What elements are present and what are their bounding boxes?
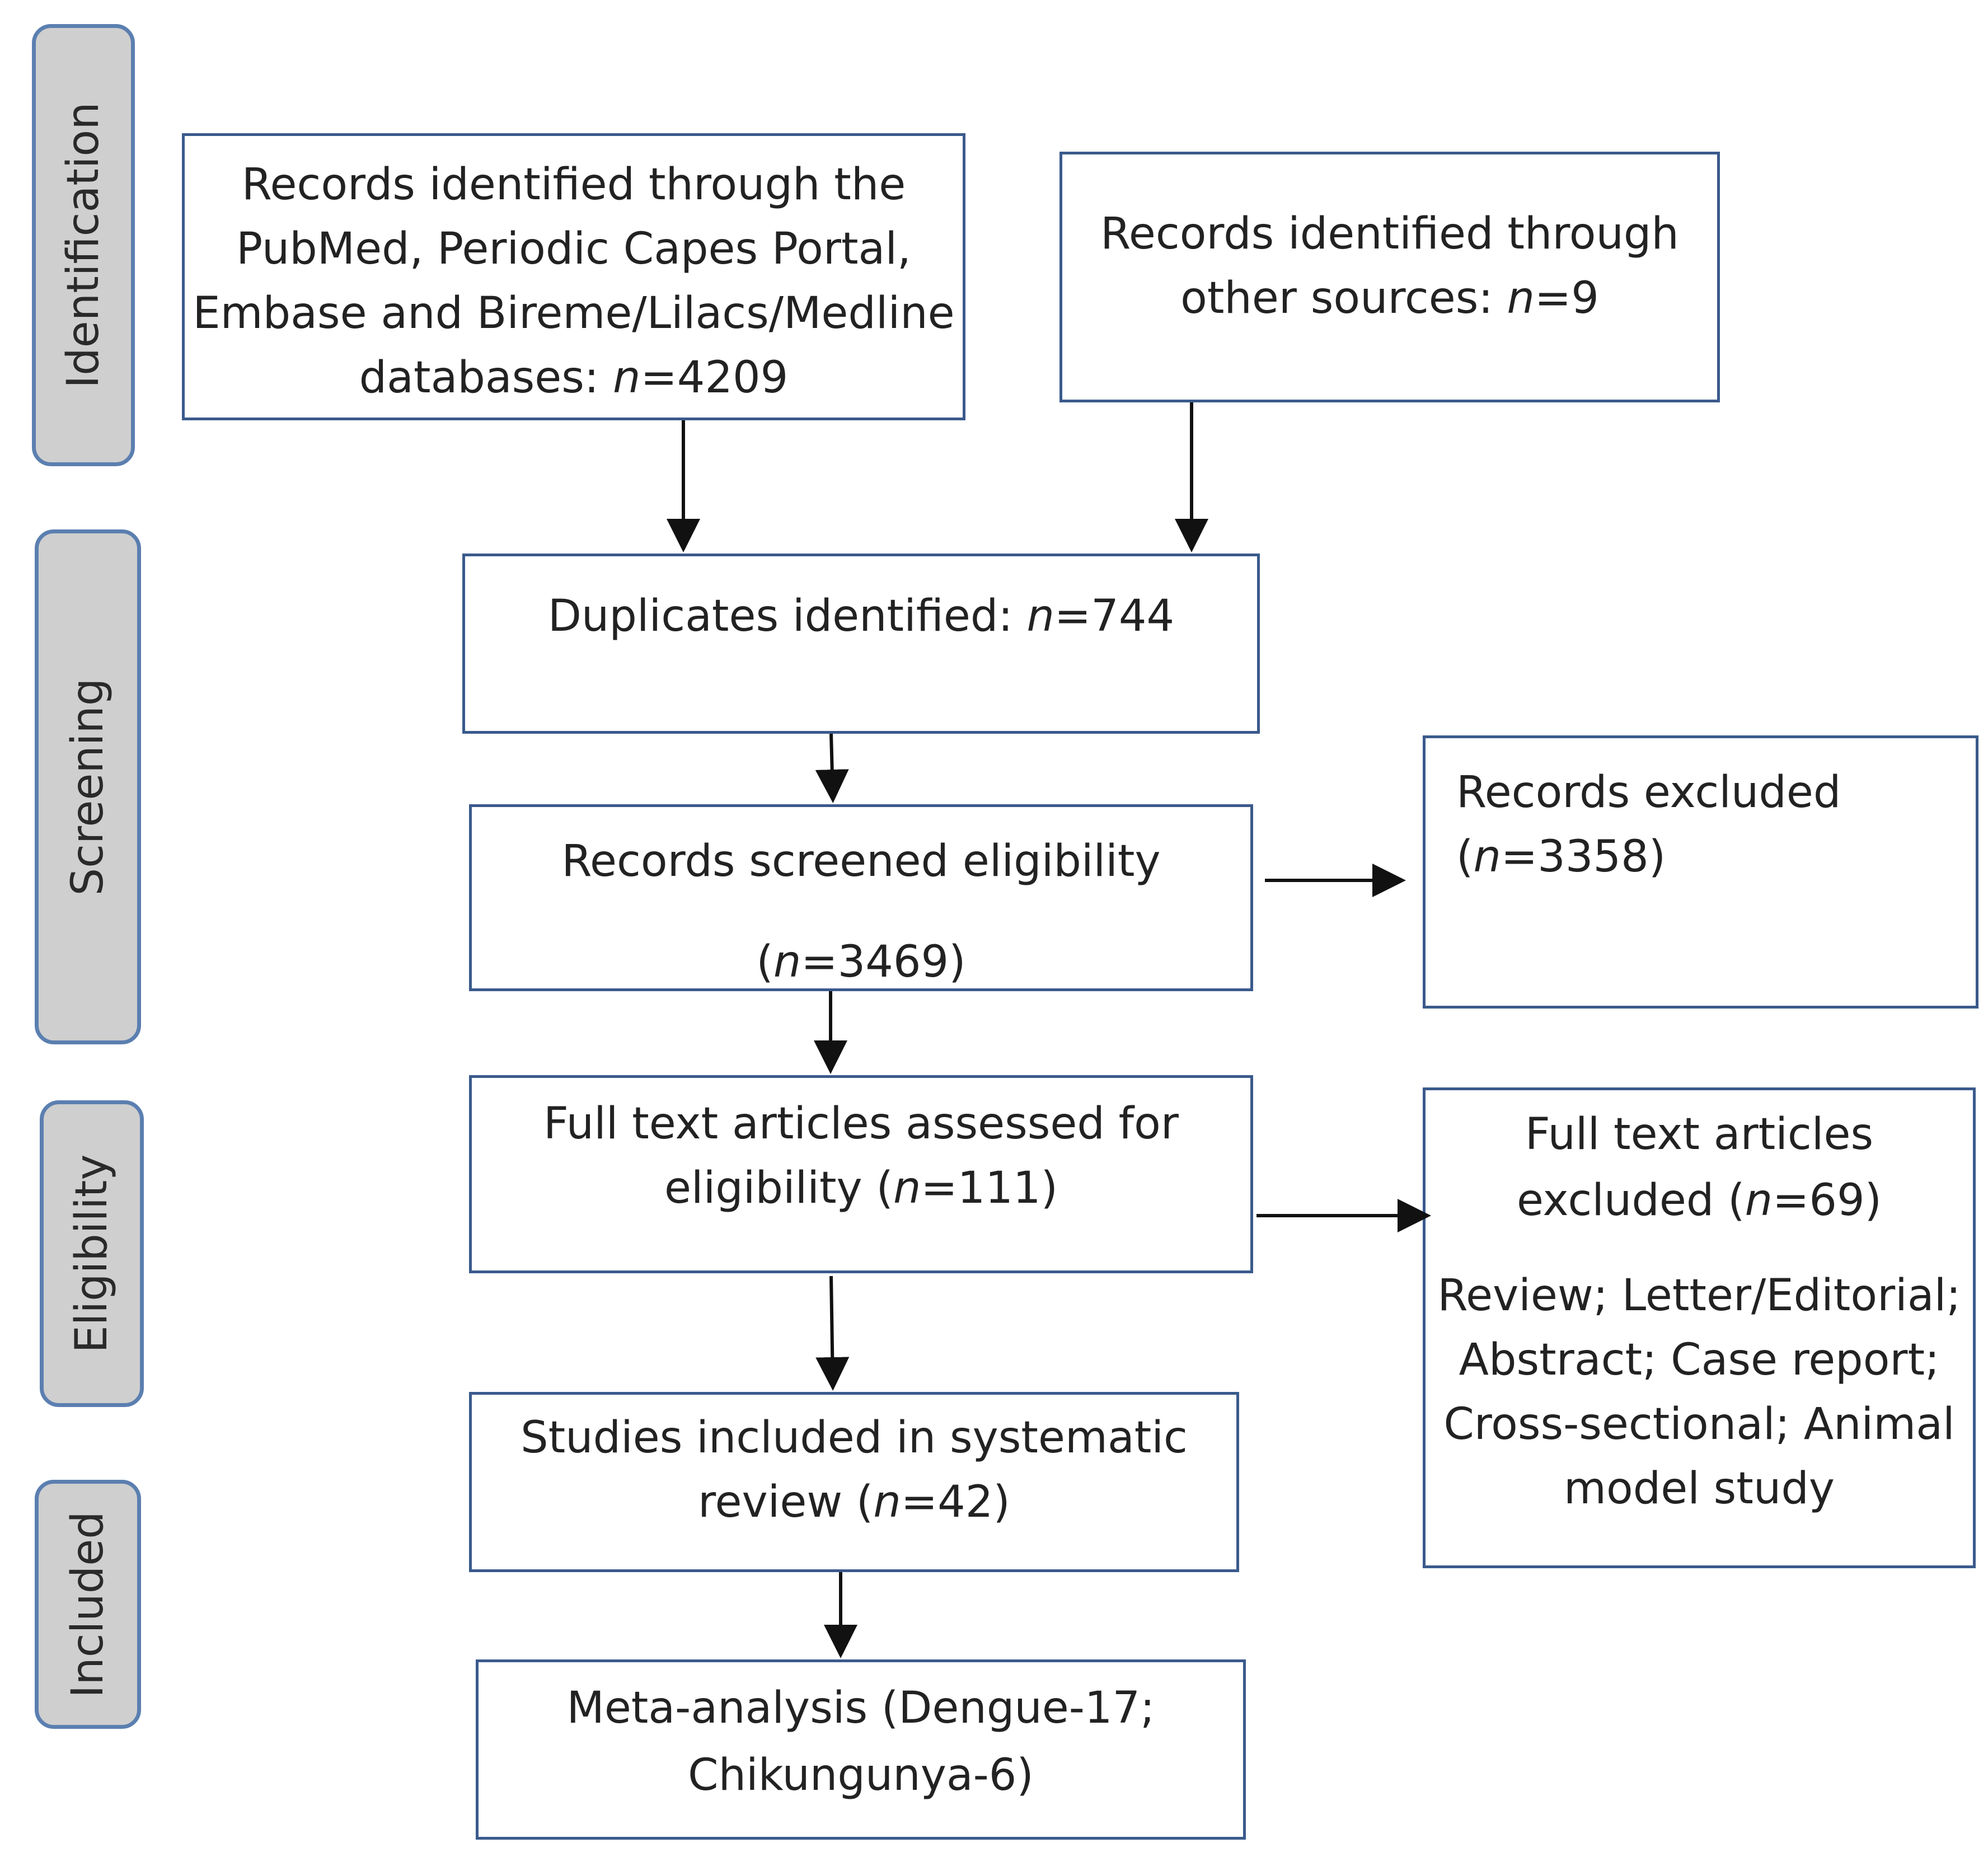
fulltext-excluded-line-1: Full text articles [1525,1109,1874,1160]
other-sources-line-1: Records identified through [1100,209,1679,259]
box-fulltext-assessed: Full text articles assessed for eligibil… [469,1075,1253,1273]
duplicates-line: Duplicates identified: n=744 [547,591,1175,641]
fulltext-excluded-line-2: excluded (n=69) [1516,1175,1882,1226]
box-fulltext-excluded: Full text articles excluded (n=69) Revie… [1423,1087,1976,1568]
records-excluded-line-1: Records excluded [1456,767,1841,818]
meta-analysis-line-1: Meta-analysis (Dengue-17; [566,1683,1155,1733]
database-records-line-3: Embase and Bireme/Lilacs/Medline [193,288,955,339]
box-records-screened: Records screened eligibility (n=3469) [469,804,1253,991]
exclusion-reason: model study [1564,1464,1835,1514]
fulltext-assessed-line-2: eligibility (n=111) [664,1163,1058,1213]
box-included-systematic-review: Studies included in systematic review (n… [469,1392,1239,1572]
records-excluded-line-2: (n=3358) [1456,832,1666,882]
database-records-line-2: PubMed, Periodic Capes Portal, [236,224,911,274]
fulltext-assessed-line-1: Full text articles assessed for [543,1099,1179,1149]
other-sources-line-2: other sources: n=9 [1180,273,1599,323]
phase-eligibility: Eligibility [40,1100,144,1407]
arrow-fulltext-to-included [815,1276,850,1391]
box-records-excluded: Records excluded (n=3358) [1423,735,1978,1009]
records-screened-line-1: Records screened eligibility [561,836,1161,887]
exclusion-reason: Review; Letter/Editorial; [1437,1270,1961,1321]
box-other-sources: Records identified through other sources… [1059,152,1720,402]
included-review-line-1: Studies included in systematic [521,1413,1188,1463]
box-database-records: Records identified through the PubMed, P… [182,133,965,420]
records-screened-line-2: (n=3469) [756,937,966,987]
exclusion-reason: Abstract; Case report; [1459,1335,1940,1385]
database-records-line-4: databases: n=4209 [359,353,789,403]
phase-screening: Screening [35,529,141,1044]
box-meta-analysis: Meta-analysis (Dengue-17; Chikungunya-6) [476,1659,1246,1840]
phase-included: Included [35,1480,141,1729]
arrow-duplicates-to-screened [815,733,849,803]
box-duplicates: Duplicates identified: n=744 [462,554,1260,734]
exclusion-reason: Cross-sectional; Animal [1443,1399,1955,1450]
meta-analysis-line-2: Chikungunya-6) [688,1750,1034,1800]
phase-identification: Identification [32,24,135,466]
database-records-line-1: Records identified through the [241,160,906,210]
included-review-line-2: review (n=42) [698,1477,1010,1527]
